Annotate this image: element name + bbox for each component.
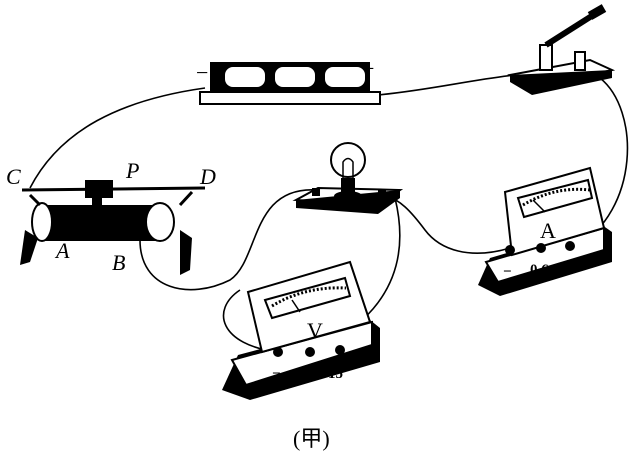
wire-bulb-to-rheostat-b	[139, 189, 319, 291]
voltmeter-terminal-negative: −	[272, 366, 281, 382]
rheostat-label-b: B	[112, 250, 125, 275]
wire-c-to-battery	[29, 87, 206, 189]
rheostat[interactable]: C P D A B	[6, 158, 216, 275]
ammeter-symbol: A	[540, 218, 556, 243]
rheostat-label-c: C	[6, 164, 21, 189]
ammeter-terminal-negative: −	[503, 264, 512, 280]
ammeter-terminal-0-6: 0.6	[530, 262, 549, 278]
voltmeter-symbol: V	[307, 318, 323, 343]
battery: − +	[196, 56, 381, 105]
battery-positive-label: +	[362, 56, 374, 81]
rheostat-label-d: D	[199, 164, 216, 189]
rheostat-label-a: A	[54, 238, 70, 263]
battery-negative-label: −	[196, 60, 208, 85]
ammeter-terminal-3: 3	[564, 262, 572, 278]
knife-switch[interactable]	[507, 4, 616, 95]
voltmeter-terminal-3: 3	[304, 366, 312, 382]
wire-battery-to-switch	[377, 74, 516, 96]
voltmeter-terminal-15: 15	[328, 366, 343, 382]
light-bulb	[292, 142, 404, 214]
ammeter: A − 0.6 3	[478, 166, 612, 296]
figure-caption: (甲)	[293, 426, 330, 451]
rheostat-label-p: P	[125, 158, 139, 183]
voltmeter: V − 3 15	[222, 260, 380, 400]
wire-ammeter-to-bulb	[384, 194, 511, 254]
